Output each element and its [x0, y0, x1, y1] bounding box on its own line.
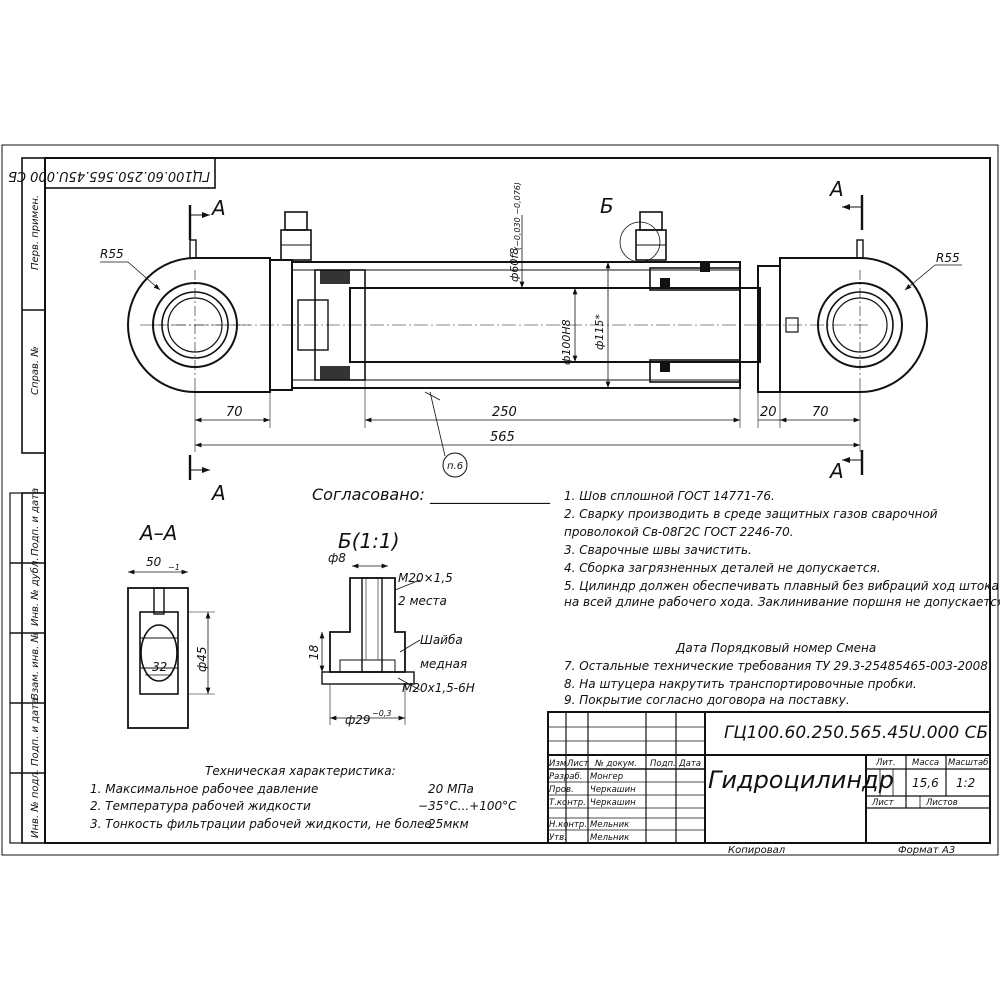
tb-doc: № докум.: [594, 759, 637, 769]
tb-izm: Изм: [549, 759, 567, 769]
dim-20: 20: [760, 405, 777, 420]
tb-tkontr: Т.контр.: [549, 798, 586, 808]
radius-left: R55: [100, 247, 124, 261]
tb-format-value: А3: [941, 845, 955, 856]
section-b-view: [319, 563, 421, 725]
stamp-perv: Перв. примен.: [30, 195, 41, 270]
note-line: проволокой Св-08Г2С ГОСТ 2246-70.: [564, 525, 794, 539]
tb-sign: Подп.: [650, 759, 676, 769]
tb-list: Лист: [566, 759, 590, 769]
section-b-washer-mat: медная: [420, 657, 467, 671]
designation-box-rotated: [44, 157, 216, 189]
main-view: [100, 195, 962, 480]
section-b-places: 2 места: [398, 594, 447, 608]
note-line: 2. Сварку производить в среде защитных г…: [564, 507, 938, 521]
tb-tkontr-name: Черкашин: [590, 798, 636, 808]
technical-notes: 1. Шов сплошной ГОСТ 14771-76. 2. Сварку…: [564, 489, 1000, 707]
note-line: 7. Остальные технические требования ТУ 2…: [564, 659, 988, 673]
note-line: 5. Цилиндр должен обеспечивать плавный б…: [564, 579, 999, 593]
tech-title: Техническая характеристика:: [205, 764, 396, 778]
section-b-thread-1: М20×1,5: [398, 571, 453, 585]
dia-60: ф60f8: [508, 248, 521, 282]
tech-row-label: 2. Температура рабочей жидкости: [90, 799, 311, 813]
tb-razrab: Разраб.: [549, 772, 582, 782]
outer-frame: [1, 144, 999, 856]
designation-rotated: ГЦ100.60.250.565.45U.000 СБ: [8, 168, 210, 183]
tech-row-label: 3. Тонкость фильтрации рабочей жидкости,…: [90, 817, 432, 831]
tb-utv-name: Мельник: [590, 833, 630, 843]
dia-60-tol: (−0,030 −0,076): [513, 182, 522, 250]
agreed-line: Согласовано: _______________: [312, 485, 551, 505]
tech-characteristics: Техническая характеристика: 1. Максималь…: [90, 764, 517, 831]
section-b-label: Б: [600, 194, 614, 218]
tb-prov: Пров.: [549, 785, 574, 795]
stamp-podp-data-2: Подп. и дата: [30, 698, 41, 766]
stamp-inv-dubl: Инв. № дубл.: [29, 558, 41, 626]
note-line: 4. Сборка загрязненных деталей не допуск…: [564, 561, 881, 575]
section-a-left-bottom: А: [210, 481, 226, 505]
title-name: Гидроцилиндр: [708, 766, 894, 794]
tech-row-value: 25мкм: [428, 817, 469, 831]
tb-copied: Копировал: [728, 845, 786, 856]
tb-mass-value: 15,6: [912, 776, 939, 790]
section-b-dia-8: ф8: [328, 551, 346, 565]
stamp-sprav: Справ. №: [30, 346, 41, 395]
section-aa-dim-45: ф45: [195, 646, 209, 672]
stamp-inv-podl: Инв. № подл.: [30, 769, 41, 838]
title-block-labels: Изм Лист № докум. Подп. Дата Разраб. Мон…: [549, 758, 988, 843]
section-a-right-bottom: А: [828, 459, 844, 483]
section-a-left-top: А: [210, 196, 226, 220]
tb-format-label: Формат: [898, 845, 940, 856]
tech-row-value: −35°C...+100°C: [418, 799, 517, 813]
title-block: [547, 711, 991, 844]
tb-mass-label: Масса: [912, 758, 939, 768]
tb-nkontr: Н.контр.: [549, 820, 587, 830]
section-aa-dim-50: 50: [146, 555, 162, 569]
stamp-vzam-inv: Взам. инв. №: [30, 632, 41, 700]
note-line: 9. Покрытие согласно договора на поставк…: [564, 693, 850, 707]
stamp-podp-data-1: Подп. и дата: [30, 488, 41, 556]
tb-sheet-label: Лист: [871, 798, 895, 808]
section-b-dia-29: ф29: [345, 713, 371, 727]
dim-70-left: 70: [226, 405, 243, 420]
note-line: 1. Шов сплошной ГОСТ 14771-76.: [564, 489, 775, 503]
section-aa-title: А–А: [138, 521, 177, 545]
title-designation: ГЦ100.60.250.565.45U.000 СБ: [724, 723, 988, 743]
tb-nkontr-name: Мельник: [590, 820, 630, 830]
tech-row-label: 1. Максимальное рабочее давление: [90, 782, 318, 796]
weld-ref: п.6: [447, 461, 463, 472]
section-b-dim-18: 18: [307, 644, 321, 660]
dia-100: ф100H8: [560, 319, 573, 365]
tb-scale-value: 1:2: [956, 776, 975, 790]
section-b-washer: Шайба: [420, 633, 463, 647]
tb-prov-name: Черкашин: [590, 785, 636, 795]
tb-utv: Утв.: [549, 833, 567, 843]
section-aa-dim-50-tol: −1: [168, 563, 180, 572]
section-aa-dim-32: 32: [152, 660, 167, 674]
marking-note: Дата Порядковый номер Смена: [675, 641, 876, 655]
section-a-right-top: А: [828, 177, 844, 201]
tb-scale-label: Масштаб: [948, 758, 988, 768]
dim-565: 565: [490, 430, 515, 445]
section-b-title: Б(1:1): [338, 529, 400, 553]
radius-right: R55: [936, 251, 960, 265]
dim-250: 250: [492, 405, 517, 420]
tb-sheets-label: Листов: [925, 798, 958, 808]
tb-date: Дата: [678, 759, 701, 769]
tech-row-value: 20 МПа: [428, 782, 474, 796]
section-b-thread-2: М20х1,5-6Н: [402, 681, 475, 695]
note-line: на всей длине рабочего хода. Заклинивани…: [564, 595, 1000, 609]
note-line: 8. На штуцера накрутить транспортировочн…: [564, 677, 917, 691]
dim-70-right: 70: [812, 405, 829, 420]
dia-115: ф115*: [593, 314, 606, 350]
section-b-dia-29-tol: −0,3: [372, 709, 391, 718]
tb-lit-label: Лит.: [875, 758, 896, 768]
tb-razrab-name: Монгер: [590, 772, 623, 782]
section-aa-view: [127, 569, 215, 729]
note-line: 3. Сварочные швы зачистить.: [564, 543, 752, 557]
side-stamp: Перв. примен. Справ. № Подп. и дата Инв.…: [9, 157, 46, 844]
